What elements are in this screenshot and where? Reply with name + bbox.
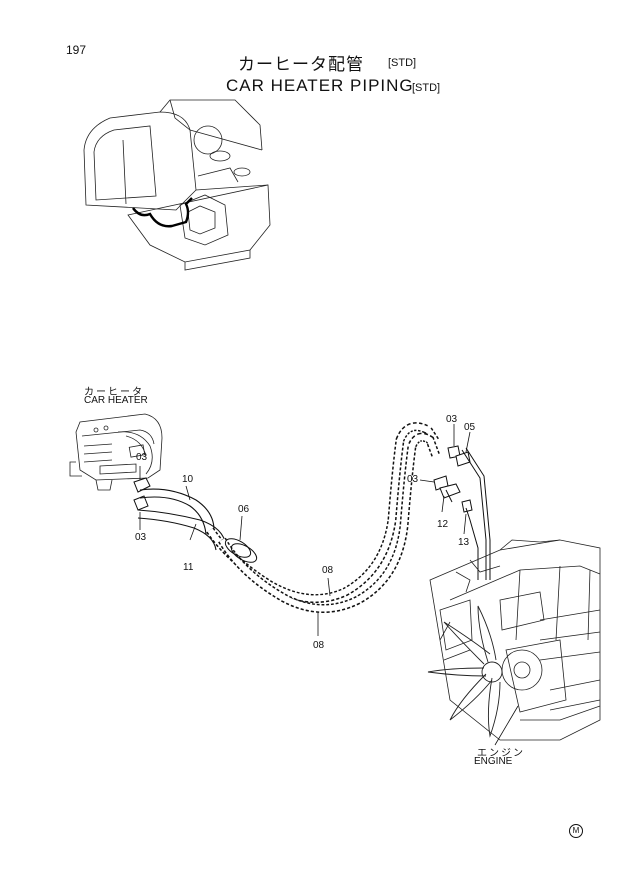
- title-japanese-std-tag: [STD]: [388, 57, 417, 69]
- heater-hoses-10-11: [137, 488, 227, 551]
- corrugated-hose-bundle-08: [206, 422, 441, 613]
- hose-clips: [133, 445, 473, 513]
- title-japanese: カーヒータ配管: [238, 55, 364, 74]
- callout-08-upper: 08: [322, 565, 334, 576]
- manufacturer-mark: M: [569, 824, 583, 838]
- callout-13: 13: [458, 537, 470, 548]
- car-heater-label-jp: カーヒータ: [84, 387, 144, 398]
- engine-label-jp: エンジン: [477, 748, 525, 759]
- page-number: 197: [66, 43, 87, 57]
- car-heater-label-en: CAR HEATER: [84, 395, 148, 406]
- overview-hose-highlight: [132, 197, 193, 228]
- fitting-pipes-12-13: [445, 447, 491, 580]
- leader-lines: [139, 424, 519, 746]
- excavator-overview-sketch: [83, 99, 271, 271]
- callout-12: 12: [437, 519, 449, 530]
- callout-03-heater-top: 03: [136, 452, 148, 463]
- engine-label-en: ENGINE: [474, 756, 513, 767]
- callout-03-middle: 03: [407, 474, 419, 485]
- callout-06: 06: [238, 504, 250, 515]
- engine-fan: [427, 605, 503, 738]
- callout-08-lower: 08: [313, 640, 325, 651]
- title-english-std-tag: [STD]: [412, 82, 441, 94]
- callout-05: 05: [464, 422, 476, 433]
- callout-03-upper: 03: [446, 414, 458, 425]
- callout-03-heater-bottom: 03: [135, 532, 147, 543]
- band-clamp-06: [224, 538, 258, 563]
- callout-10: 10: [182, 474, 194, 485]
- car-heater-drawing: [69, 413, 163, 491]
- callout-11: 11: [183, 562, 194, 573]
- title-english: CAR HEATER PIPING: [226, 76, 414, 95]
- engine-drawing: [429, 539, 601, 741]
